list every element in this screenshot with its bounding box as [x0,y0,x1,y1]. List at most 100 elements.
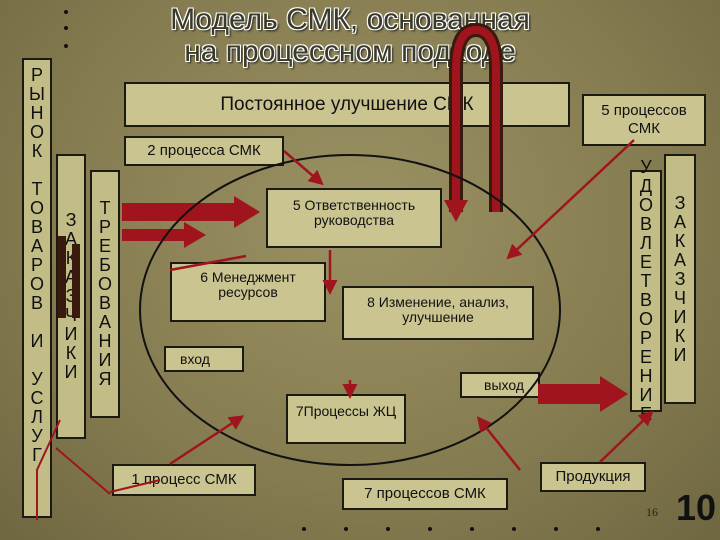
market-column-letter: Р [30,255,43,275]
market-column-letter: Г [32,445,42,465]
customers-left-letter: З [65,286,77,306]
satisfaction-letter: О [638,195,653,215]
customers-right-letter: К [674,325,686,346]
market-column-letter: О [29,198,44,218]
input-arrow-2 [122,222,206,248]
satisfaction-letter: Д [639,176,653,196]
customers-left-letter: И [64,324,78,344]
connector [599,410,654,463]
connector [476,416,521,471]
customers-left-letter: К [65,248,77,268]
market-column-letter: О [29,274,44,294]
feedback-bar [72,244,80,318]
connector [283,150,324,186]
connector [109,479,161,493]
satisfaction-letter: Е [639,252,652,272]
market-column-letter: Р [30,65,43,85]
market-column-letter: У [31,369,43,389]
customers-right-letter: А [673,249,686,270]
requirements-letter: О [97,274,112,294]
requirements-letter: В [98,293,111,313]
dot [512,527,516,531]
market-column-letter: С [30,388,44,408]
life-cycle-processes-box: 7Процессы ЖЦ [286,394,406,444]
customers-right-letter: К [674,230,686,251]
satisfaction-letter: Н [639,366,653,386]
market-column-letter: К [31,141,43,161]
market-column-letter: Н [30,103,44,123]
requirements-letter: Н [98,331,112,351]
satisfaction-letter: Е [639,347,652,367]
input-arrow-1 [122,196,260,228]
requirements-letter: А [98,312,111,332]
customers-right-letter: А [673,211,686,232]
connector [36,419,61,520]
requirements-letter: И [98,350,112,370]
slide-number: 10 [676,487,717,528]
satisfaction-letter: И [639,385,653,405]
customers-left-letter: З [65,210,77,230]
connector [55,447,111,495]
customers-left-letter: К [65,343,77,363]
customers-right-letter: И [673,306,687,327]
five-smk-processes-box: 5 процессов СМК [582,94,706,146]
requirements-letter: Е [98,236,111,256]
product-box: Продукция [540,462,646,492]
satisfaction-letter: В [639,214,652,234]
satisfaction-letter: Т [640,271,652,291]
page-number: 16 [646,505,658,519]
connector [169,254,247,272]
market-column-letter: В [30,293,43,313]
dot [344,527,348,531]
seven-smk-processes-box: 7 процессов СМК [342,478,508,510]
requirements-letter: Б [99,255,111,275]
customers-right-letter: И [673,344,687,365]
customers-left-letter: И [64,362,78,382]
process-cycle [139,154,561,466]
dot [386,527,390,531]
resource-management-box: 6 Менеджмент ресурсов [170,262,326,322]
customers-right-letter: З [674,192,686,213]
satisfaction-letter: О [638,309,653,329]
dot [64,10,68,14]
dot [64,44,68,48]
one-smk-process-box: 1 процесс СМК [112,464,256,496]
customers-left-letter: А [64,229,77,249]
connector [169,415,245,466]
improvement-loop-arrow [449,22,503,212]
market-column-letter: Л [31,407,43,427]
input-box: вход [164,346,244,372]
satisfaction-letter: У [640,157,652,177]
market-column-letter: О [29,122,44,142]
connector [506,139,635,260]
output-arrow [538,376,628,412]
management-responsibility-box: 5 Ответственность руководства [266,188,442,248]
dot [596,527,600,531]
customers-right-letter: Ч [674,287,686,308]
satisfaction-letter: В [639,290,652,310]
market-column-letter: И [30,331,44,351]
satisfaction-letter: Р [639,328,652,348]
market-column-letter: А [30,236,43,256]
market-column-letter: Т [31,179,43,199]
customers-right-letter: З [674,268,686,289]
requirements-letter: Р [98,217,111,237]
feedback-bar [58,236,66,318]
satisfaction-letter: Л [640,233,652,253]
dot [428,527,432,531]
market-column-letter: В [30,217,43,237]
market-column-letter: У [31,426,43,446]
market-column-letter: Ы [29,84,45,104]
dot [470,527,474,531]
measurement-analysis-box: 8 Изменение, анализ, улучшение [342,286,534,340]
two-smk-processes-box: 2 процесса СМК [124,136,284,166]
dot [302,527,306,531]
requirements-letter: Я [98,369,112,389]
requirements-letter: Т [99,198,111,218]
dot [554,527,558,531]
dot [64,26,68,30]
